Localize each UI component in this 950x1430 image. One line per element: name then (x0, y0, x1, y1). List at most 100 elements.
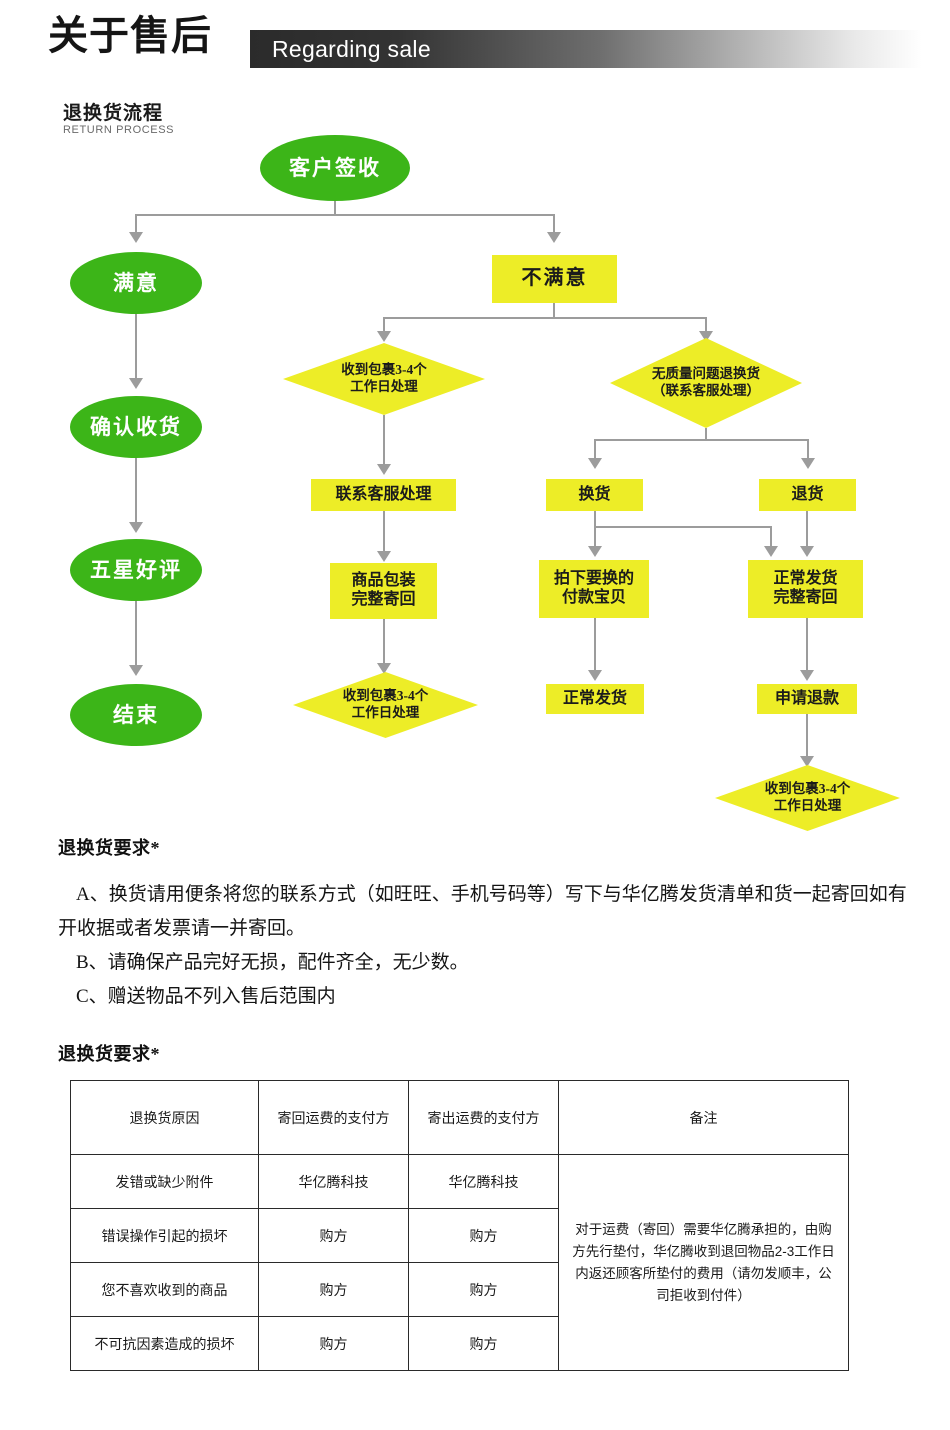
section-subtitle-en: RETURN PROCESS (63, 124, 175, 136)
connector-exchange-to-order (594, 526, 596, 548)
flow-node-order-payment: 拍下要换的 付款宝贝 (539, 560, 649, 618)
arrow-to-noquality (699, 331, 713, 342)
table-row: 错误操作引起的损坏 购方 购方 (70, 1208, 849, 1263)
flow-node-start: 客户签收 (260, 135, 410, 201)
arrow-exchange-to-order (588, 546, 602, 557)
arrow-refund-received (800, 756, 814, 767)
connector-to-unsatisfied (553, 214, 555, 234)
table-cell-return-fee: 购方 (258, 1208, 409, 1263)
table-header-note: 备注 (558, 1080, 849, 1155)
flow-node-contact-service: 联系客服处理 (311, 479, 456, 511)
flow-node-confirm-receipt: 确认收货 (70, 396, 202, 458)
connector-return-ship (806, 511, 808, 548)
requirements-body: A、换货请用便条将您的联系方式（如旺旺、手机号码等）写下与华亿腾发货清单和货一起… (58, 878, 918, 1014)
requirement-item-c: C、赠送物品不列入售后范围内 (76, 986, 336, 1007)
connector-unsat-split (383, 317, 706, 319)
table-header-reason: 退换货原因 (70, 1080, 259, 1155)
table-cell-send-fee: 购方 (408, 1208, 559, 1263)
arrow-shipreturn-refund (800, 670, 814, 681)
connector-pack-received (383, 619, 385, 665)
table-cell-note: 对于运费（寄回）需要华亿腾承担的，由购方先行垫付，华亿腾收到退回物品2-3工作日… (558, 1154, 849, 1371)
requirement-item-b: B、请确保产品完好无损，配件齐全，无少数。 (76, 952, 469, 973)
flow-node-normal-ship-return: 正常发货 完整寄回 (748, 560, 863, 618)
requirements-title: 退换货要求* (58, 838, 160, 858)
flow-node-received-right: 收到包裹3-4个 工作日处理 (715, 765, 900, 831)
arrow-pack-received (377, 663, 391, 674)
connector-to-return (807, 439, 809, 460)
header-gradient-bar (250, 30, 922, 68)
flow-node-end: 结束 (70, 684, 202, 746)
connector-start-down (334, 201, 336, 215)
table-cell-reason: 不可抗因素造成的损坏 (70, 1316, 259, 1371)
connector-exchange-down (594, 511, 596, 527)
flow-node-return-goods: 退货 (759, 479, 856, 511)
connector-order-normalship (594, 618, 596, 672)
connector-exchange-split (594, 526, 772, 528)
flow-node-no-quality-issue-label: 无质量问题退换货 （联系客服处理） (652, 366, 760, 398)
flow-node-quality-issue-label: 收到包裹3-4个 工作日处理 (341, 362, 427, 394)
table-cell-reason: 您不喜欢收到的商品 (70, 1262, 259, 1317)
table-row: 不可抗因素造成的损坏 购方 购方 (70, 1316, 849, 1371)
arrow-to-return (801, 458, 815, 469)
arrow-to-satisfied (129, 232, 143, 243)
table-header-row: 退换货原因 寄回运费的支付方 寄出运费的支付方 备注 (70, 1080, 849, 1155)
page-title-cn: 关于售后 (48, 13, 212, 58)
table-cell-return-fee: 购方 (258, 1262, 409, 1317)
arrow-to-unsatisfied (547, 232, 561, 243)
connector-noq-down (705, 428, 707, 440)
table-cell-send-fee: 购方 (408, 1262, 559, 1317)
table-row: 发错或缺少附件 华亿腾科技 华亿腾科技 对于运费（寄回）需要华亿腾承担的，由购方… (70, 1154, 849, 1371)
connector-exchange-to-ship (770, 526, 772, 548)
connector-to-satisfied (135, 214, 137, 234)
arrow-to-quality (377, 331, 391, 342)
flow-node-received-right-label: 收到包裹3-4个 工作日处理 (764, 781, 851, 813)
arrow-order-normalship (588, 670, 602, 681)
arrow-satisfied-confirm (129, 378, 143, 389)
connector-to-exchange (594, 439, 596, 460)
flow-node-quality-issue: 收到包裹3-4个 工作日处理 (283, 343, 485, 415)
flow-node-apply-refund: 申请退款 (757, 684, 857, 714)
page-title-en: Regarding sale (272, 36, 431, 62)
connector-quality-contact (383, 415, 385, 466)
arrow-confirm-fivestar (129, 522, 143, 533)
connector-to-quality (383, 317, 385, 333)
connector-fivestar-end (135, 601, 137, 667)
table-cell-reason: 发错或缺少附件 (70, 1154, 259, 1209)
flow-node-received-left: 收到包裹3-4个 工作日处理 (293, 672, 478, 738)
flow-node-satisfied: 满意 (70, 252, 202, 314)
table-row: 您不喜欢收到的商品 购方 购方 (70, 1262, 849, 1317)
connector-to-noquality (705, 317, 707, 333)
table-cell-return-fee: 华亿腾科技 (258, 1154, 409, 1209)
connector-confirm-fivestar (135, 458, 137, 524)
section-subtitle-cn: 退换货流程 (63, 103, 164, 124)
flow-node-unsatisfied: 不满意 (492, 255, 617, 303)
requirement-item-a: A、换货请用便条将您的联系方式（如旺旺、手机号码等）写下与华亿腾发货清单和货一起… (58, 884, 907, 939)
flow-node-exchange: 换货 (546, 479, 643, 511)
table-cell-reason: 错误操作引起的损坏 (70, 1208, 259, 1263)
connector-unsat-down (553, 303, 555, 318)
table-cell-return-fee: 购方 (258, 1316, 409, 1371)
flow-node-pack-return: 商品包装 完整寄回 (330, 563, 437, 619)
connector-satisfied-confirm (135, 314, 137, 380)
connector-start-split (135, 214, 554, 216)
connector-shipreturn-refund (806, 618, 808, 672)
arrow-exchange-to-ship (764, 546, 778, 557)
shipping-fee-table: 退换货原因 寄回运费的支付方 寄出运费的支付方 备注 发错或缺少附件 华亿腾科技… (70, 1080, 849, 1371)
flow-node-five-star: 五星好评 (70, 539, 202, 601)
flow-node-normal-ship: 正常发货 (546, 684, 644, 714)
connector-contact-pack (383, 511, 385, 553)
table-header-send-fee: 寄出运费的支付方 (408, 1080, 559, 1155)
arrow-fivestar-end (129, 665, 143, 676)
table-cell-send-fee: 购方 (408, 1316, 559, 1371)
connector-refund-received (806, 714, 808, 758)
flow-node-received-left-label: 收到包裹3-4个 工作日处理 (342, 688, 429, 720)
flow-node-no-quality-issue: 无质量问题退换货 （联系客服处理） (610, 338, 802, 428)
return-process-flowchart: 客户签收 满意 确认收货 五星好评 结束 不满意 收到包裹3-4个 工作日处理 (70, 135, 900, 831)
table-header-return-fee: 寄回运费的支付方 (258, 1080, 409, 1155)
table-cell-send-fee: 华亿腾科技 (408, 1154, 559, 1209)
table-section-title: 退换货要求* (58, 1044, 160, 1064)
arrow-to-exchange (588, 458, 602, 469)
arrow-return-ship (800, 546, 814, 557)
connector-noq-split (594, 439, 809, 441)
